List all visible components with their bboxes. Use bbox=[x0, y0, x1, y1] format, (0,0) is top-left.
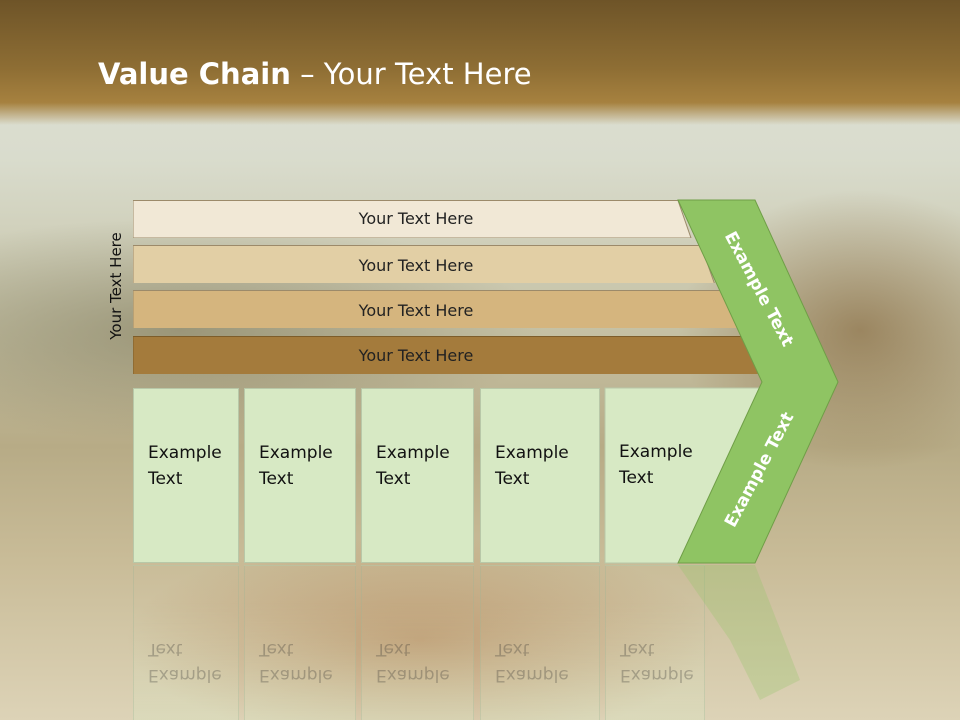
example-box-2-line1: Example bbox=[259, 443, 333, 463]
example-box-1-line2: Text bbox=[148, 469, 183, 489]
example-box-2-line2: Text bbox=[259, 469, 294, 489]
value-bar-3-label: Your Text Here bbox=[358, 301, 474, 320]
slide-title-rest: – Your Text Here bbox=[290, 57, 532, 91]
value-bar-3-shape bbox=[133, 290, 738, 328]
value-bar-1-shape bbox=[133, 200, 692, 238]
example-box-5-line2: Text bbox=[619, 468, 654, 488]
slide-title-bold: Value Chain bbox=[98, 57, 291, 91]
chevron-reflection bbox=[678, 565, 800, 700]
value-bar-2-label: Your Text Here bbox=[358, 256, 474, 275]
title-band bbox=[0, 0, 960, 125]
slide-title: Value Chain – Your Text Here bbox=[98, 54, 532, 94]
example-box-3-line1: Example bbox=[376, 443, 450, 463]
example-box-5-line1: Example bbox=[619, 442, 693, 462]
example-box-4-line1: Example bbox=[495, 443, 569, 463]
example-box-3-line2: Text bbox=[376, 469, 411, 489]
value-bar-1-label: Your Text Here bbox=[358, 209, 474, 228]
value-bar-4-shape bbox=[133, 336, 763, 374]
example-box-4-line2: Text bbox=[495, 469, 530, 489]
value-bar-4-label: Your Text Here bbox=[358, 346, 474, 365]
chevron-arrow bbox=[677, 199, 839, 564]
value-bar-2-shape bbox=[133, 245, 715, 283]
example-box-1-line1: Example bbox=[148, 443, 222, 463]
